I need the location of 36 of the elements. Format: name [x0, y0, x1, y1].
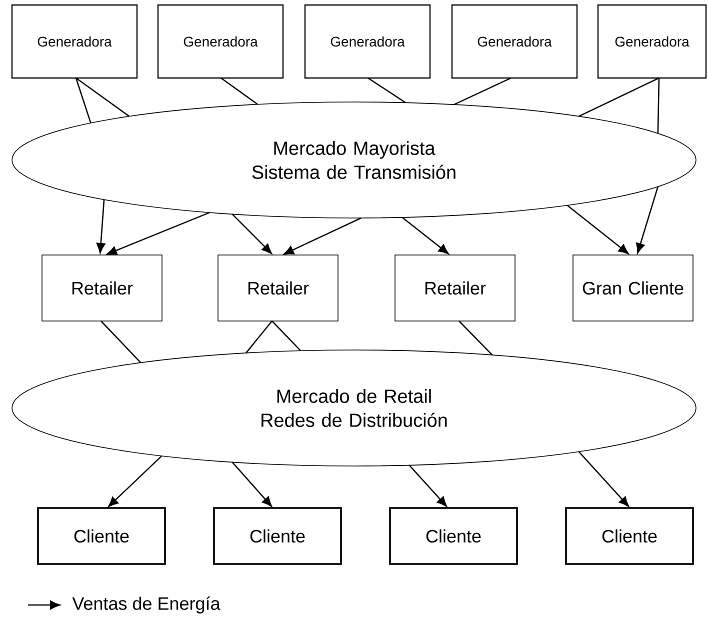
- arrow: [408, 464, 448, 507]
- retailer-box: Gran Cliente: [572, 254, 694, 322]
- connector-line: [100, 320, 142, 364]
- connector-line: [246, 320, 273, 354]
- connector-line: [454, 77, 512, 106]
- arrow: [284, 217, 362, 255]
- generator-box: Generadora: [11, 4, 138, 79]
- customer-box: Cliente: [565, 507, 694, 565]
- retailer-box: Retailer: [42, 254, 162, 322]
- arrow: [566, 204, 629, 254]
- arrow: [106, 212, 210, 255]
- generator-box: Generadora: [451, 4, 578, 79]
- generator-box: Generadora: [597, 4, 707, 79]
- arrow: [636, 186, 659, 254]
- arrow: [402, 216, 449, 254]
- connector-line: [220, 77, 258, 105]
- customer-box: Cliente: [389, 507, 518, 565]
- connector-line: [458, 320, 493, 356]
- customer-box: Cliente: [37, 507, 166, 565]
- customer-box: Cliente: [213, 507, 342, 565]
- connector-line: [657, 78, 660, 134]
- arrow: [96, 200, 106, 254]
- connector-line: [75, 78, 92, 124]
- arrow: [108, 455, 162, 507]
- retailer-box: Retailer: [394, 254, 516, 322]
- connector-line: [368, 77, 406, 104]
- arrow: [232, 462, 272, 507]
- generator-box: Generadora: [304, 4, 431, 79]
- connector-line: [578, 77, 660, 117]
- connector-line: [76, 77, 130, 117]
- legend-label: Ventas de Energía: [72, 596, 220, 614]
- connector-line: [272, 320, 302, 352]
- retailer-box: Retailer: [218, 254, 338, 322]
- arrow: [232, 214, 272, 254]
- generator-box: Generadora: [157, 4, 284, 79]
- arrow: [578, 451, 630, 507]
